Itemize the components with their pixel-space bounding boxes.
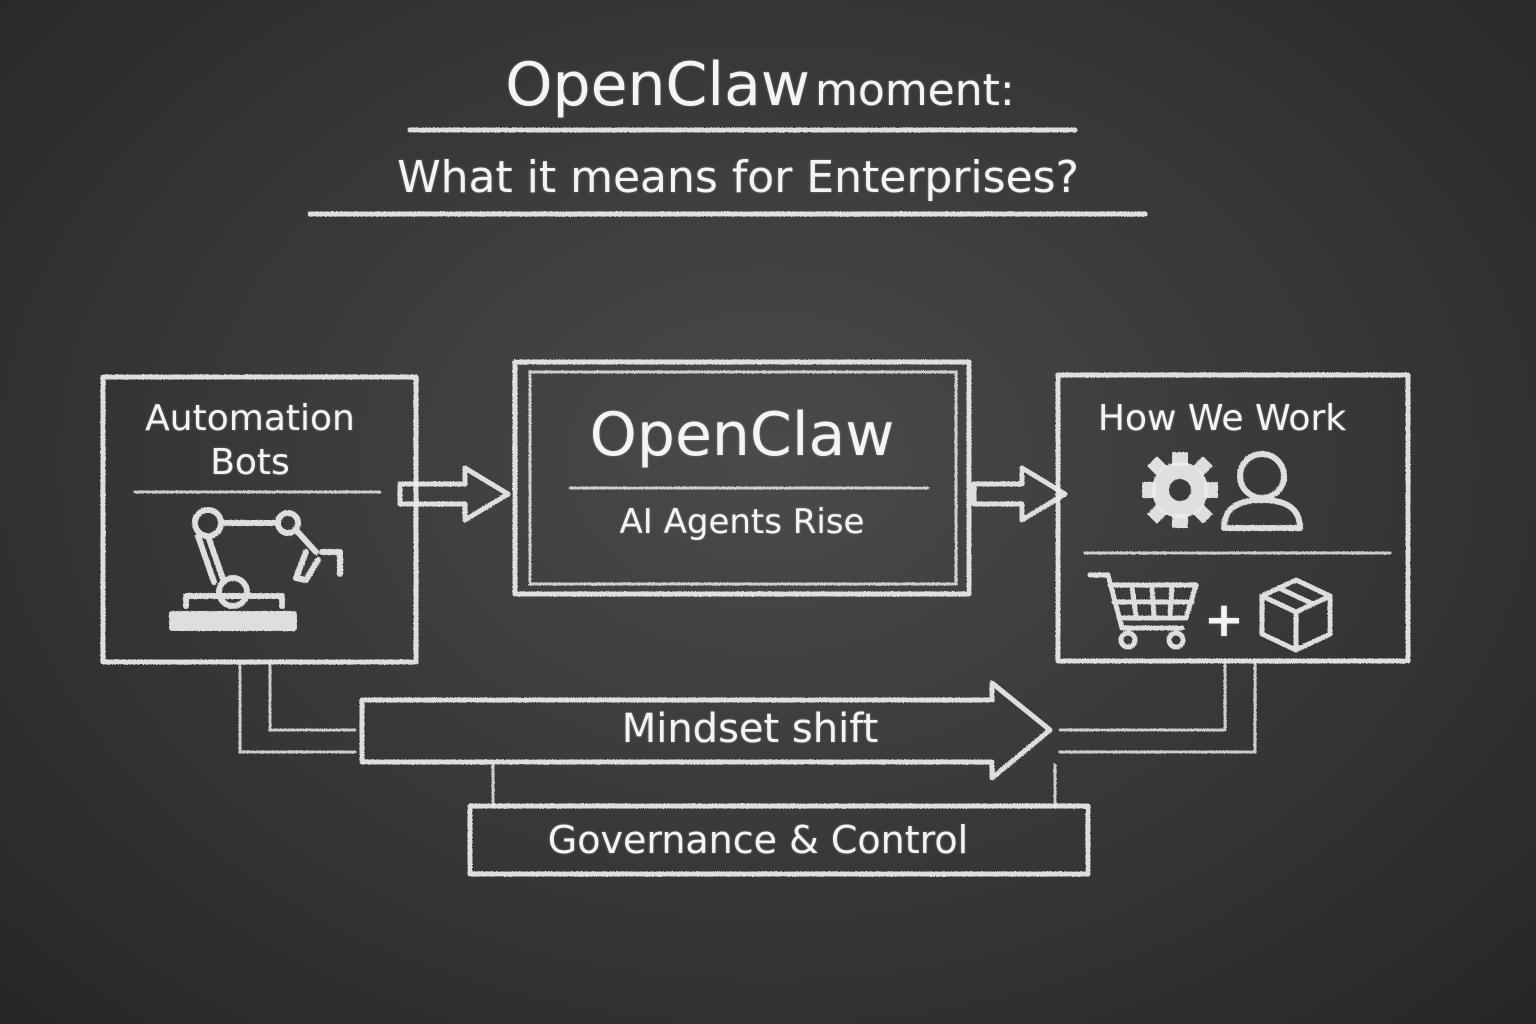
person-icon [1221, 451, 1303, 531]
mindset-shift-arrow [359, 680, 1053, 781]
page-subtitle: What it means for Enterprises? [397, 152, 1079, 203]
left-box-label-line1: Automation [145, 398, 355, 439]
right-box-label: How We Work [1097, 398, 1347, 439]
left-connector-inner [268, 660, 357, 732]
governance-box [467, 803, 1091, 877]
left-connector-outer [238, 660, 357, 754]
center-box-title: OpenClaw [589, 400, 895, 470]
mindset-shift-label: Mindset shift [621, 706, 879, 752]
plus-icon: + [1203, 592, 1245, 648]
center-box-subtitle: AI Agents Rise [619, 502, 865, 542]
arrow-to-right [971, 465, 1068, 523]
governance-label: Governance & Control [547, 818, 969, 862]
center-box-inner [528, 370, 958, 586]
right-box-border [1055, 372, 1411, 664]
left-box-label-line2: Bots [210, 442, 290, 483]
gear-icon [1142, 452, 1218, 528]
right-connector-inner [1058, 660, 1227, 732]
shopping-cart-icon [1087, 572, 1199, 650]
left-box-border [100, 374, 419, 665]
page-title: OpenClaw moment: [505, 50, 1014, 120]
robot-arm-icon [169, 507, 343, 631]
title-brand: OpenClaw [505, 50, 810, 120]
title-rest: moment: [815, 65, 1015, 116]
right-connector-outer [1058, 660, 1257, 754]
center-box-outer [512, 359, 972, 597]
box-icon [1259, 577, 1333, 653]
arrow-to-center [397, 465, 511, 523]
